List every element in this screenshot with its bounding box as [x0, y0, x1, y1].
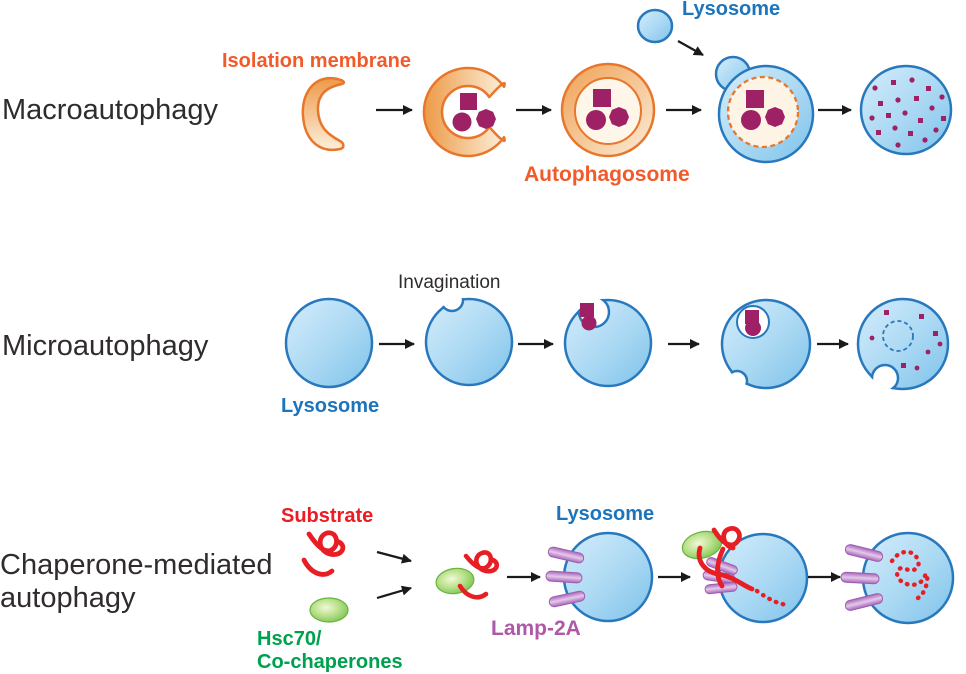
micro-lysosome-3-shape	[563, 298, 653, 388]
row-title-cma-line1: Chaperone-mediated	[0, 549, 273, 581]
lysosome-label-cma: Lysosome	[556, 503, 655, 525]
micro-lysosome-5-shape	[856, 297, 950, 391]
cargo-octagon	[476, 109, 496, 129]
cargo-circle	[581, 315, 597, 331]
row-title-microautophagy: Microautophagy	[2, 330, 209, 362]
cargo-circle	[741, 110, 761, 130]
cma-converging-arrows	[376, 550, 412, 600]
degraded-cargo-dots	[869, 77, 946, 148]
invagination-label: Invagination	[398, 272, 501, 293]
lysosome-small-shape	[636, 8, 674, 44]
membrane-scission-notch	[725, 369, 749, 390]
cma-lysosome-shape	[545, 531, 654, 623]
cargo-square	[460, 93, 477, 110]
cargo-circle	[745, 320, 761, 336]
isolation-membrane-shape	[301, 77, 346, 152]
lysosome-label-micro: Lysosome	[281, 395, 380, 417]
cargo-circle	[452, 112, 472, 132]
cargo-octagon	[765, 107, 785, 127]
autophagosome-shape	[560, 62, 656, 158]
cargo-square	[746, 90, 764, 108]
cargo-square	[593, 89, 611, 107]
lamp2a-receptors	[840, 544, 884, 611]
degrading-vesicle-dashed	[882, 320, 914, 352]
micro-lysosome-4-shape	[720, 298, 812, 390]
substrate-protein-squiggle	[301, 530, 346, 577]
degraded-substrate-dotted-squiggle	[889, 549, 930, 601]
arrow-lysosome-fusion	[677, 40, 704, 56]
micro-lysosome-2-shape	[424, 297, 514, 387]
lamp2a-receptors	[545, 546, 586, 608]
degraded-cargo-dots	[869, 310, 943, 371]
phagophore-cup-shape	[422, 66, 506, 158]
cargo-square	[580, 303, 594, 317]
membrane-notch	[870, 363, 900, 391]
row-title-cma-line2: autophagy	[0, 582, 136, 614]
isolation-membrane-label: Isolation membrane	[222, 50, 411, 72]
cma-degradation-shape	[840, 531, 955, 625]
hsc70-label-line2: Co-chaperones	[257, 651, 403, 673]
hsc70-chaperone-shape	[309, 597, 349, 623]
row-title-macroautophagy: Macroautophagy	[2, 94, 219, 126]
degradation-lysosome-shape	[859, 64, 953, 156]
cargo-octagon	[609, 107, 629, 127]
hsc70-label-line1: Hsc70/	[257, 628, 322, 650]
autolysosome-shape	[714, 55, 815, 164]
chaperone-substrate-complex	[435, 550, 500, 600]
lysosome-label-macro: Lysosome	[682, 0, 781, 20]
micro-lysosome-1-shape	[284, 297, 374, 389]
autophagosome-label: Autophagosome	[524, 163, 690, 186]
cma-translocation-shape	[681, 526, 809, 624]
substrate-unfolding-squiggle	[696, 526, 790, 608]
substrate-label: Substrate	[281, 505, 374, 527]
cargo-circle	[586, 110, 606, 130]
lamp2a-label: Lamp-2A	[491, 617, 581, 640]
